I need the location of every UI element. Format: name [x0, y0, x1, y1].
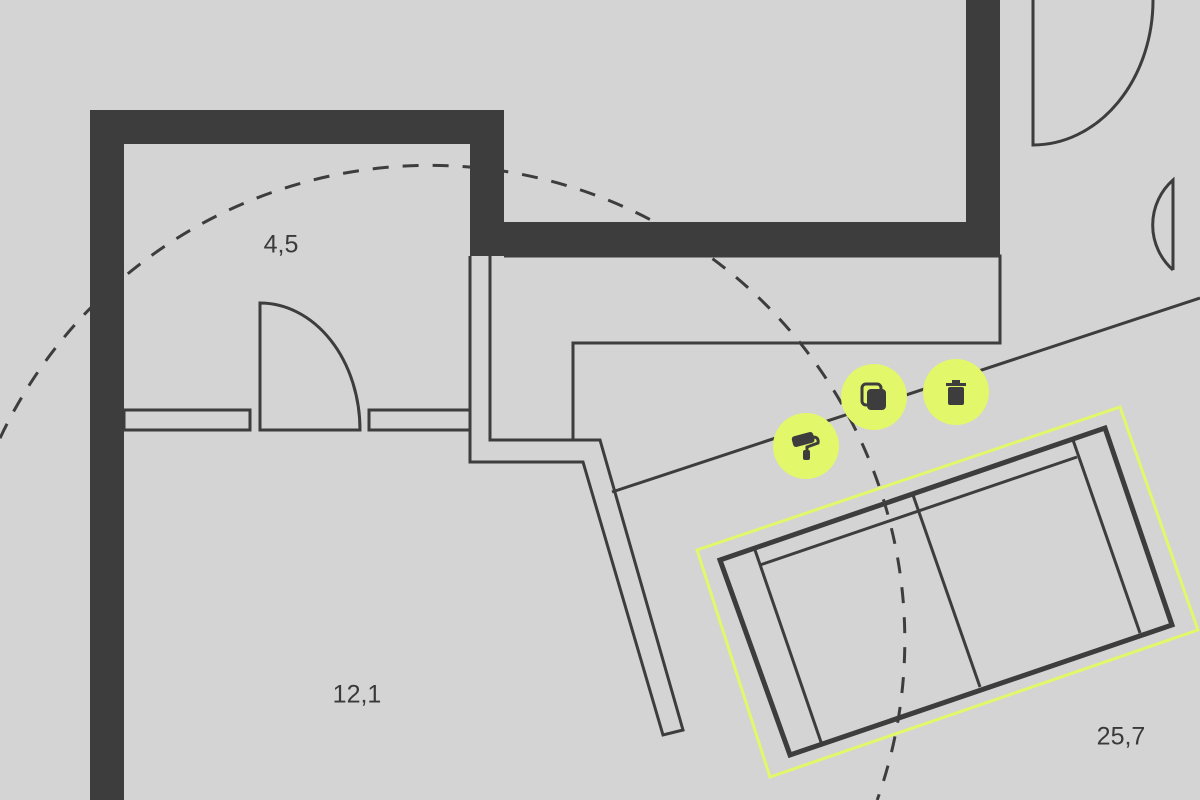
room-area-label: 25,7 [1096, 722, 1146, 751]
door-top-right[interactable] [1031, 0, 1155, 147]
paint-roller-icon [791, 431, 820, 460]
trash-icon [946, 380, 966, 405]
paint-button[interactable] [773, 413, 839, 479]
duplicate-icon [860, 382, 886, 410]
door-right[interactable] [1151, 176, 1175, 272]
delete-button[interactable] [923, 359, 989, 425]
interior-walls [122, 254, 1200, 737]
dashed-radius-circle [0, 163, 907, 800]
duplicate-button[interactable] [841, 364, 907, 430]
room-area-label: 12,1 [332, 680, 382, 709]
sofa[interactable] [695, 405, 1200, 779]
selection-outline [695, 405, 1200, 779]
door[interactable] [258, 301, 362, 432]
room-area-label: 4,5 [263, 230, 299, 259]
exterior-walls [90, 0, 1000, 800]
